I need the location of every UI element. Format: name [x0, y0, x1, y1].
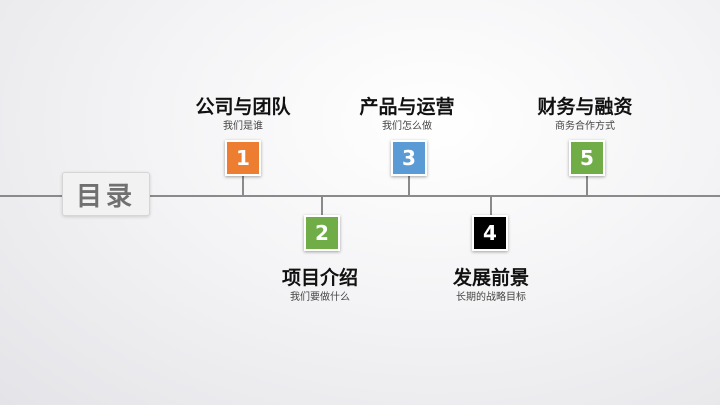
section-2-stem — [321, 196, 323, 216]
section-2-text: 项目介绍 我们要做什么 — [240, 267, 400, 305]
section-4-title: 发展前景 — [452, 267, 529, 289]
section-5-title: 财务与融资 — [537, 96, 633, 118]
section-2-title: 项目介绍 — [281, 267, 358, 289]
toc-title: 目录 — [75, 181, 136, 212]
section-4-text: 发展前景 长期的战略目标 — [411, 267, 571, 305]
section-3-title: 产品与运营 — [359, 96, 455, 118]
section-4-number[interactable]: 4 — [472, 215, 508, 251]
section-5-number[interactable]: 5 — [569, 140, 605, 176]
section-4-subtitle: 长期的战略目标 — [456, 292, 526, 303]
section-1-subtitle: 我们是谁 — [223, 121, 263, 132]
section-3-subtitle: 我们怎么做 — [382, 121, 432, 132]
section-2-subtitle: 我们要做什么 — [290, 292, 350, 303]
timeline-line — [0, 195, 720, 197]
section-4-stem — [490, 196, 492, 216]
section-5-text: 财务与融资 商务合作方式 — [505, 96, 665, 134]
section-1-text: 公司与团队 我们是谁 — [163, 96, 323, 134]
section-2-number[interactable]: 2 — [304, 215, 340, 251]
section-3-text: 产品与运营 我们怎么做 — [327, 96, 487, 134]
section-5-subtitle: 商务合作方式 — [555, 121, 615, 132]
section-3-stem — [408, 170, 410, 195]
section-3-number[interactable]: 3 — [391, 140, 427, 176]
section-1-number[interactable]: 1 — [225, 140, 261, 176]
toc-box: 目录 — [62, 172, 150, 216]
section-5-stem — [586, 170, 588, 195]
section-1-title: 公司与团队 — [195, 96, 291, 118]
section-1-stem — [242, 170, 244, 195]
